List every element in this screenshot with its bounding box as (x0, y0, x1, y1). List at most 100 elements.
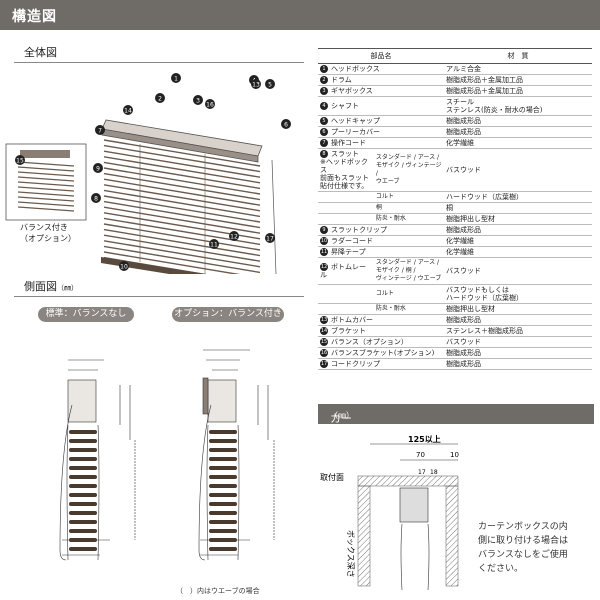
side-slat (69, 511, 97, 515)
side-view-title: 側面図（㎜） (24, 278, 78, 294)
inset-slat (17, 206, 75, 212)
label-surface: 取付面 (320, 472, 344, 482)
side-slat (69, 547, 97, 551)
valance-label: バランス付き (20, 223, 68, 232)
part-number: 7 (320, 139, 328, 147)
side-slat (209, 547, 237, 551)
part-material: 化学繊維 (444, 246, 592, 258)
side-slat (209, 457, 237, 461)
callout-9 (93, 163, 103, 173)
part-material: バスウッド (444, 336, 592, 348)
callout-label: 11 (210, 242, 218, 249)
callout-label: 8 (94, 196, 98, 203)
part-material: 樹脂成形品 (444, 126, 592, 138)
slat (103, 167, 261, 195)
part-number: 3 (320, 87, 328, 95)
callout-label: 5 (268, 82, 272, 89)
page-title: 構造図 (12, 9, 57, 25)
callout-7 (95, 125, 105, 135)
side-slat (209, 448, 237, 452)
inset-slat (17, 161, 75, 167)
callout-10 (119, 261, 129, 271)
inset-slat (17, 201, 75, 207)
page-header: 構造図 (0, 0, 600, 30)
part-material: 化学繊維 (444, 235, 592, 247)
callout-3 (193, 95, 203, 105)
part-name: ブラケット (331, 327, 366, 335)
part-material: ステンレス＋樹脂成形品 (444, 325, 592, 337)
side-slat (69, 502, 97, 506)
part-variant: コルト (373, 284, 445, 304)
part-material: 桐 (444, 202, 592, 214)
dim-18: 18 (430, 469, 438, 476)
slat (103, 156, 261, 184)
inset-slat (17, 171, 75, 177)
part-name: ラダーコード (331, 237, 373, 245)
callout-14 (123, 105, 133, 115)
part-number: 14 (320, 327, 328, 335)
slat (103, 178, 261, 206)
part-name: バランス（オプション） (331, 338, 408, 346)
part-name: プーリーカバー (331, 128, 380, 136)
callout-13 (251, 79, 261, 89)
inset-slat (17, 186, 75, 192)
slat (103, 240, 261, 268)
callout-label: 17 (266, 236, 274, 243)
part-name-cell (318, 284, 374, 304)
part-name: ボトムカバー (331, 316, 373, 324)
part-material: アルミ合金 (444, 63, 592, 75)
part-variant: コルト (373, 191, 445, 203)
part-number: 5 (320, 117, 328, 125)
part-name: スラットクリップ (331, 226, 387, 234)
inset-slat (17, 181, 75, 187)
side-view-diagram (59, 349, 275, 561)
part-name-cell (318, 303, 374, 315)
side-slat (69, 439, 97, 443)
callout-label: 1 (174, 76, 178, 83)
part-number: 16 (320, 349, 328, 357)
callout-label: 10 (120, 264, 128, 271)
part-material: バスウッド (444, 148, 592, 192)
overall-title: 全体図 (24, 46, 57, 59)
side-slat (209, 484, 237, 488)
side-slat (69, 457, 97, 461)
side-slat (209, 529, 237, 533)
callout-label: 9 (96, 166, 100, 173)
part-name: 昇降テープ (331, 248, 366, 256)
part-variant: スタンダード / アース / モザイク / 桐 / ヴィンテージ / ウエーブ (373, 257, 445, 285)
slat (103, 184, 261, 212)
part-number: 2 (320, 76, 328, 84)
part-material: 樹脂成形品 (444, 314, 592, 326)
pill-standard: 標準：バランスなし (38, 307, 134, 322)
side-slat (69, 430, 97, 434)
slat (103, 223, 261, 251)
side-slat (69, 529, 97, 533)
part-number: 13 (320, 316, 328, 324)
dim-17: 17 (418, 469, 426, 476)
slat (103, 228, 261, 257)
side-slat (69, 448, 97, 452)
side-slat (69, 484, 97, 488)
slat (103, 150, 261, 178)
valance-caption: バランス付き （オプション） (20, 222, 76, 244)
callout-label: 6 (284, 122, 288, 129)
callout-label: 16 (206, 102, 214, 109)
slat (103, 234, 261, 262)
slat (103, 144, 261, 173)
side-slat (209, 511, 237, 515)
